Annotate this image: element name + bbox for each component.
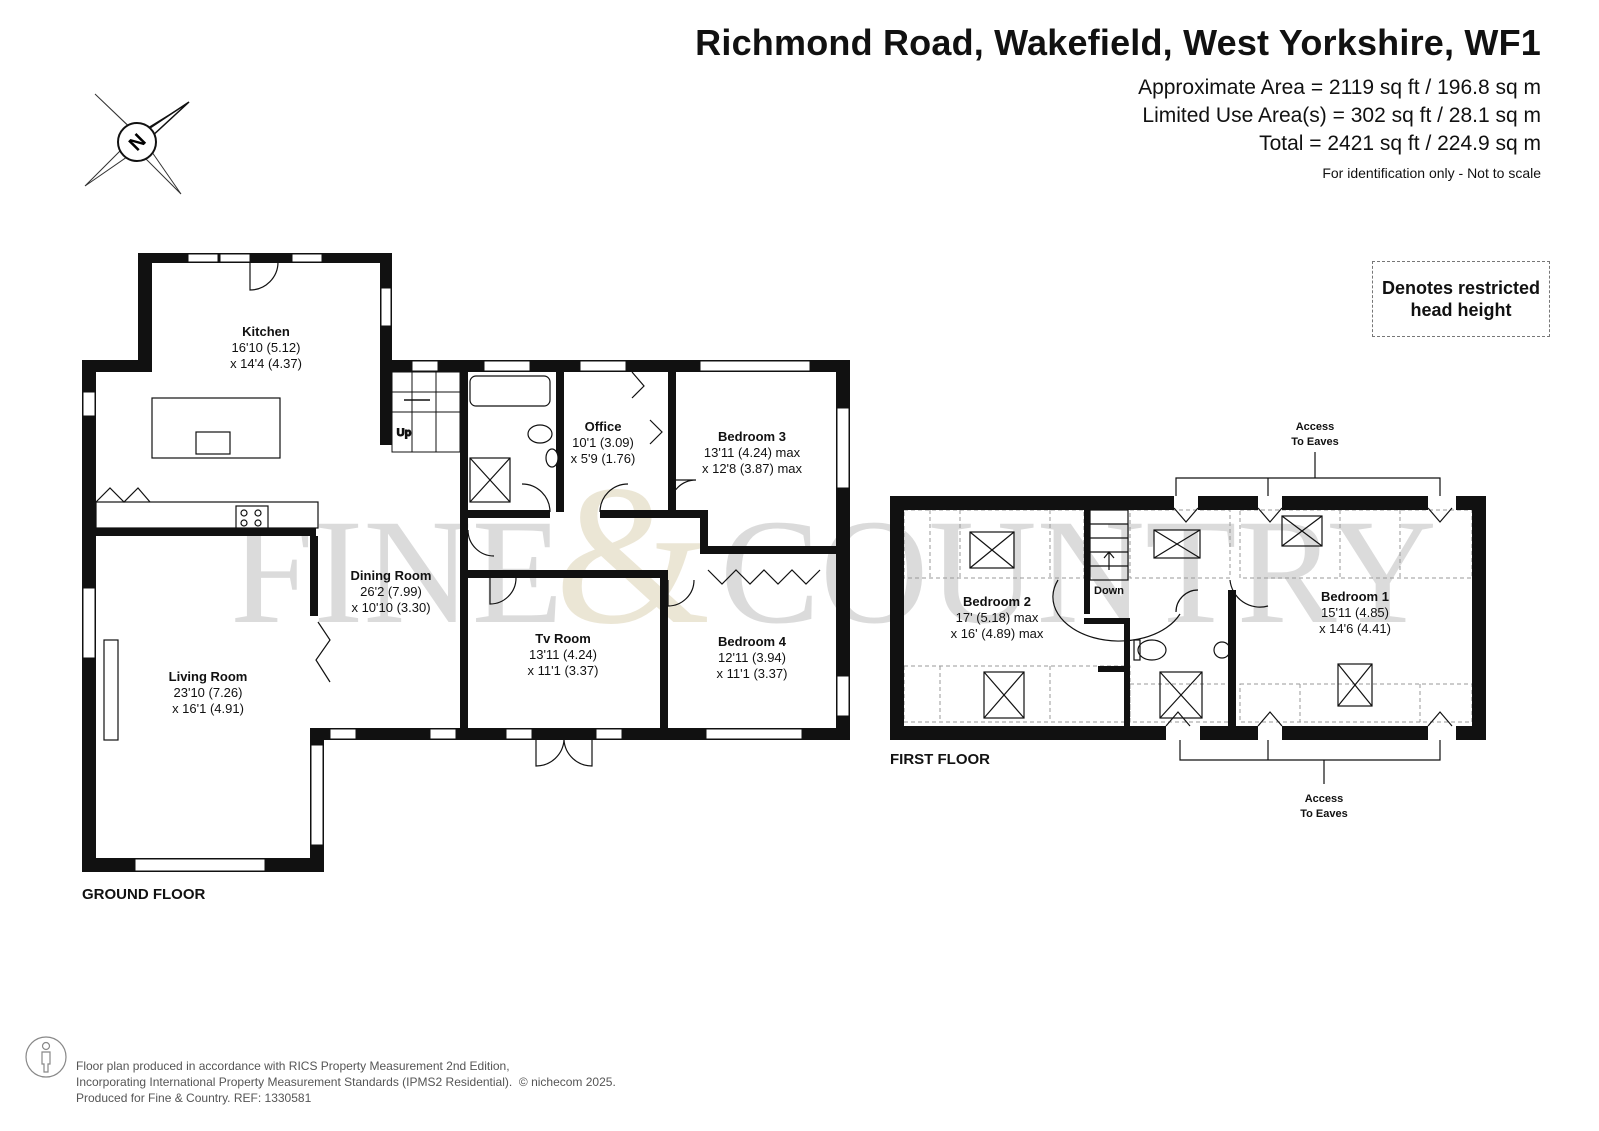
footer-line-3: Produced for Fine & Country. REF: 133058… <box>76 1091 312 1105</box>
first-floor-label: FIRST FLOOR <box>890 751 990 768</box>
ground-floor-label: GROUND FLOOR <box>82 886 205 903</box>
kitchen-dim2: x 14'4 (4.37) <box>230 356 302 371</box>
first-stairs-label: Down <box>1094 585 1124 597</box>
living-name: Living Room <box>169 669 248 684</box>
tvroom-dim2: x 11'1 (3.37) <box>528 663 599 678</box>
first-room-labels: Bedroom 2 17' (5.18) max x 16' (4.89) ma… <box>890 421 1391 820</box>
dining-dim2: x 10'10 (3.30) <box>351 600 430 615</box>
bedroom1-name: Bedroom 1 <box>1321 589 1389 604</box>
bedroom3-name: Bedroom 3 <box>718 429 786 444</box>
dining-dim1: 26'2 (7.99) <box>360 584 422 599</box>
access-bottom-line2: To Eaves <box>1300 808 1348 820</box>
footer-copyright: © nichecom 2025. <box>518 1075 616 1089</box>
bedroom2-dim2: x 16' (4.89) max <box>951 626 1044 641</box>
office-dim1: 10'1 (3.09) <box>572 435 634 450</box>
plan-title: Richmond Road, Wakefield, West Yorkshire… <box>695 22 1541 63</box>
living-dim1: 23'10 (7.26) <box>174 685 243 700</box>
access-top-line1: Access <box>1296 421 1335 433</box>
bedroom1-dim1: 15'11 (4.85) <box>1321 605 1389 620</box>
footer-line-2-wrap: Incorporating International Property Mea… <box>76 1074 616 1090</box>
kitchen-fixtures <box>95 397 319 741</box>
ground-stairs-label: Up <box>397 427 412 439</box>
tvroom-name: Tv Room <box>535 631 591 646</box>
kitchen-dim1: 16'10 (5.12) <box>232 340 301 355</box>
access-top-line2: To Eaves <box>1291 436 1339 448</box>
bedroom4-dim2: x 11'1 (3.37) <box>717 666 788 681</box>
bedroom4-name: Bedroom 4 <box>718 634 787 649</box>
total-area: Total = 2421 sq ft / 224.9 sq m <box>1259 132 1541 155</box>
footer: Floor plan produced in accordance with R… <box>76 1058 616 1106</box>
kitchen-name: Kitchen <box>242 324 290 339</box>
bedroom3-dim2: x 12'8 (3.87) max <box>702 461 803 476</box>
bathroom-fixtures <box>469 375 559 503</box>
tvroom-dim1: 13'11 (4.24) <box>529 647 597 662</box>
legend-line-2: head height <box>1410 300 1512 320</box>
living-dim2: x 16'1 (4.91) <box>172 701 244 716</box>
bedroom4-dim1: 12'11 (3.94) <box>718 650 786 665</box>
compass-icon: N <box>84 93 190 195</box>
ground-floor-windows <box>82 253 850 872</box>
ground-stairs: Up <box>391 371 461 453</box>
restricted-height-legend: Denotes restricted head height <box>1372 261 1550 337</box>
footer-line-2: Incorporating International Property Mea… <box>76 1075 513 1089</box>
footer-line-1: Floor plan produced in accordance with R… <box>76 1059 510 1073</box>
ground-room-labels: Kitchen 16'10 (5.12) x 14'4 (4.37) Dinin… <box>82 324 803 903</box>
bedroom1-dim2: x 14'6 (4.41) <box>1319 621 1391 636</box>
first-floor-fixtures <box>969 452 1453 784</box>
first-floor-walls <box>890 496 1486 740</box>
legend-line-1: Denotes restricted <box>1381 278 1541 298</box>
dining-name: Dining Room <box>351 568 432 583</box>
bedroom2-dim1: 17' (5.18) max <box>956 610 1039 625</box>
approximate-area: Approximate Area = 2119 sq ft / 196.8 sq… <box>1138 76 1541 99</box>
office-dim2: x 5'9 (1.76) <box>571 451 636 466</box>
bedroom3-dim1: 13'11 (4.24) max <box>704 445 801 460</box>
access-bottom-line1: Access <box>1305 793 1344 805</box>
person-icon <box>25 1036 67 1078</box>
office-name: Office <box>585 419 622 434</box>
limited-use-area: Limited Use Area(s) = 302 sq ft / 28.1 s… <box>1142 104 1541 127</box>
ground-floor-doors <box>95 261 821 767</box>
bedroom2-name: Bedroom 2 <box>963 594 1031 609</box>
watermark-ampersand: & <box>555 445 711 666</box>
scale-note: For identification only - Not to scale <box>1322 165 1541 181</box>
